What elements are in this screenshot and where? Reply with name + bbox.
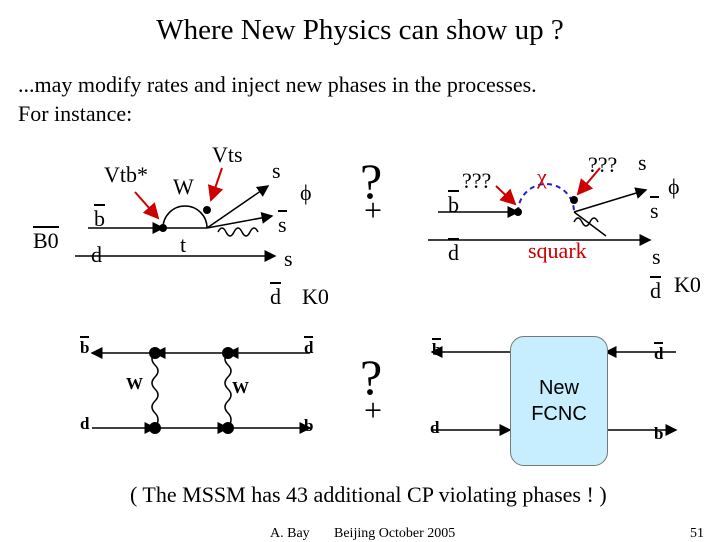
box-b-bar: b [80,336,90,357]
phi-label: ϕ [300,180,312,205]
b-bar-label: b [94,204,105,231]
vertex-np-left [514,208,522,216]
box-np-lines [430,346,678,436]
slide-intro: ...may modify rates and inject new phase… [18,72,537,126]
np-d-bar-label: d [448,238,459,265]
slide-title: Where New Physics can show up ? [156,14,564,46]
vtb-arrow [134,191,160,220]
squark-label: squark [528,238,587,263]
s-bar-label: s [278,210,287,237]
qqq-right-arrow [576,167,601,196]
vts-arrow [207,167,224,202]
np-box-b-bar: b [432,338,442,359]
np-d-bar-out: d [650,276,661,303]
box-d-bottom: d [80,414,90,433]
qqq-left-label: ??? [462,168,492,193]
np-box-d-bar: d [654,342,664,363]
t-label: t [180,232,187,257]
vertex-vts [203,206,211,214]
vts-label: Vts [212,142,243,167]
w-label: W [173,174,194,199]
np-s-label-3: s [652,244,661,269]
qqq-left-arrow [495,185,517,206]
footer-author: A. Bay [270,526,310,541]
vertex-vtb [159,224,167,232]
np-k0-label: K0 [674,272,701,297]
np-box-d-left: d [430,418,440,437]
mssm-note: ( The MSSM has 43 additional CP violatin… [130,482,607,507]
s-label-3: s [284,246,293,271]
np-b-bar-label: b [448,190,459,217]
footer-event: Beijing October 2005 [334,526,456,541]
vtb-label: Vtb* [104,162,148,187]
box-w-left: W [126,374,143,393]
vertex-np-right [570,196,578,204]
s-label-1: s [272,158,281,183]
box-d-bar-top: d [304,336,314,357]
chi-label: χ [537,164,547,189]
plus-mark-1: + [364,192,383,228]
np-box-b-right: b [654,424,664,443]
box-b-right: b [304,416,314,435]
qqq-right-label: ??? [588,152,618,177]
np-phi-label: ϕ [668,174,680,199]
plus-mark-2: + [364,392,383,428]
k0-label: K0 [302,284,329,309]
question-mark-1: ? [360,153,383,209]
box-w-right: W [232,378,249,397]
d-bar-out: d [270,282,281,309]
new-fcnc-box: New FCNC [510,336,608,466]
np-s-label-1: s [638,150,647,175]
penguin-sm-lines [75,185,277,262]
d-label: d [91,242,102,267]
footer-page: 51 [690,526,704,541]
b0-label: B0 [33,226,59,253]
np-s-bar-label: s [650,196,659,223]
penguin-np-lines [428,187,652,246]
question-mark-2: ? [360,349,383,405]
box-sm-lines [90,347,312,434]
